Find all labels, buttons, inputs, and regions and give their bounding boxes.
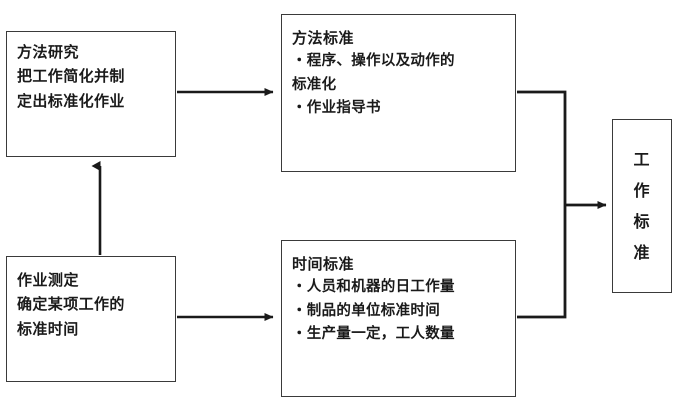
node-method-study[interactable]: 方法研究 把工作简化并制 定出标准化作业	[6, 31, 176, 157]
node-method-standard-bullet-1-cont: 标准化	[292, 76, 337, 93]
node-method-standard-bullet-1: ・程序、操作以及动作的	[292, 53, 455, 70]
node-work-standard-title: 工 作 标 准	[633, 144, 650, 269]
node-method-study-title: 方法研究	[17, 43, 80, 61]
node-work-measurement[interactable]: 作业测定 确定某项工作的 标准时间	[6, 256, 176, 382]
node-work-standard-char-2: 作	[633, 180, 651, 200]
node-method-standard[interactable]: 方法标准 ・程序、操作以及动作的 标准化 ・作业指导书	[281, 14, 516, 172]
node-work-measurement-line-1: 确定某项工作的	[17, 295, 125, 314]
node-method-study-line-1: 把工作简化并制	[17, 67, 125, 86]
node-method-study-line-2: 定出标准化作业	[17, 91, 125, 110]
node-time-standard[interactable]: 时间标准 ・人员和机器的日工作量 ・制品的单位标准时间 ・生产量一定，工人数量	[281, 240, 516, 397]
node-work-standard-char-3: 标	[633, 212, 651, 231]
node-method-standard-bullet-2: ・作业指导书	[292, 100, 381, 117]
node-work-measurement-title: 作业测定	[17, 271, 80, 289]
node-time-standard-bullet-2: ・制品的单位标准时间	[292, 302, 440, 319]
edge-merge-to-work-standard	[517, 90, 607, 319]
node-method-standard-title: 方法标准	[292, 29, 355, 47]
node-time-standard-bullet-1: ・人员和机器的日工作量	[292, 279, 455, 296]
node-time-standard-bullet-3: ・生产量一定，工人数量	[292, 326, 455, 343]
node-time-standard-title: 时间标准	[292, 255, 355, 273]
node-work-measurement-line-2: 标准时间	[17, 319, 79, 338]
node-work-standard[interactable]: 工 作 标 准	[612, 119, 672, 293]
node-work-standard-char-4: 准	[633, 243, 651, 263]
node-work-standard-char-1: 工	[633, 149, 651, 169]
